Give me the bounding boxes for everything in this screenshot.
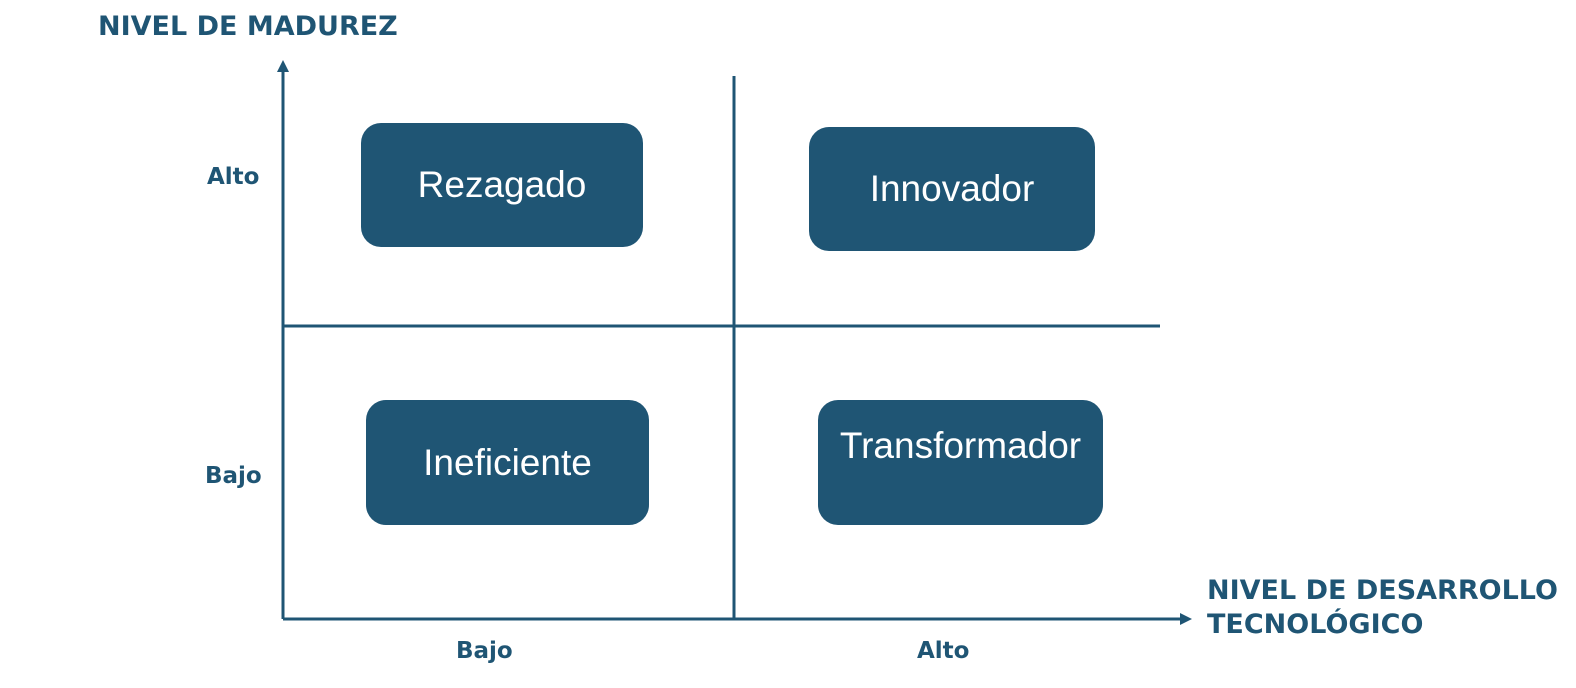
- y-tick-high: Alto: [207, 164, 260, 190]
- y-tick-low: Bajo: [205, 463, 262, 489]
- quadrant-bottom-right-label: Transformador: [839, 425, 1082, 466]
- x-axis-title: NIVEL DE DESARROLLO TECNOLÓGICO: [1207, 574, 1558, 642]
- quadrant-top-right-label: Innovador: [869, 168, 1035, 209]
- y-axis-arrowhead: [277, 60, 289, 72]
- quadrant-bottom-left: Ineficiente: [366, 400, 649, 525]
- quadrant-bottom-left-label: Ineficiente: [423, 441, 592, 483]
- x-axis-title-line-1: NIVEL DE DESARROLLO: [1207, 575, 1558, 606]
- quadrant-top-left-label: Rezagado: [417, 164, 587, 205]
- x-tick-low: Bajo: [456, 638, 513, 664]
- y-axis-title: NIVEL DE MADUREZ: [98, 11, 398, 42]
- x-axis-arrowhead: [1180, 613, 1192, 625]
- x-tick-high: Alto: [917, 638, 970, 664]
- x-axis-title-line-2: TECNOLÓGICO: [1207, 609, 1424, 640]
- quadrant-bottom-right: Transformador: [818, 400, 1103, 525]
- quadrant-top-right: Innovador: [809, 127, 1095, 251]
- quadrant-top-left: Rezagado: [361, 123, 643, 247]
